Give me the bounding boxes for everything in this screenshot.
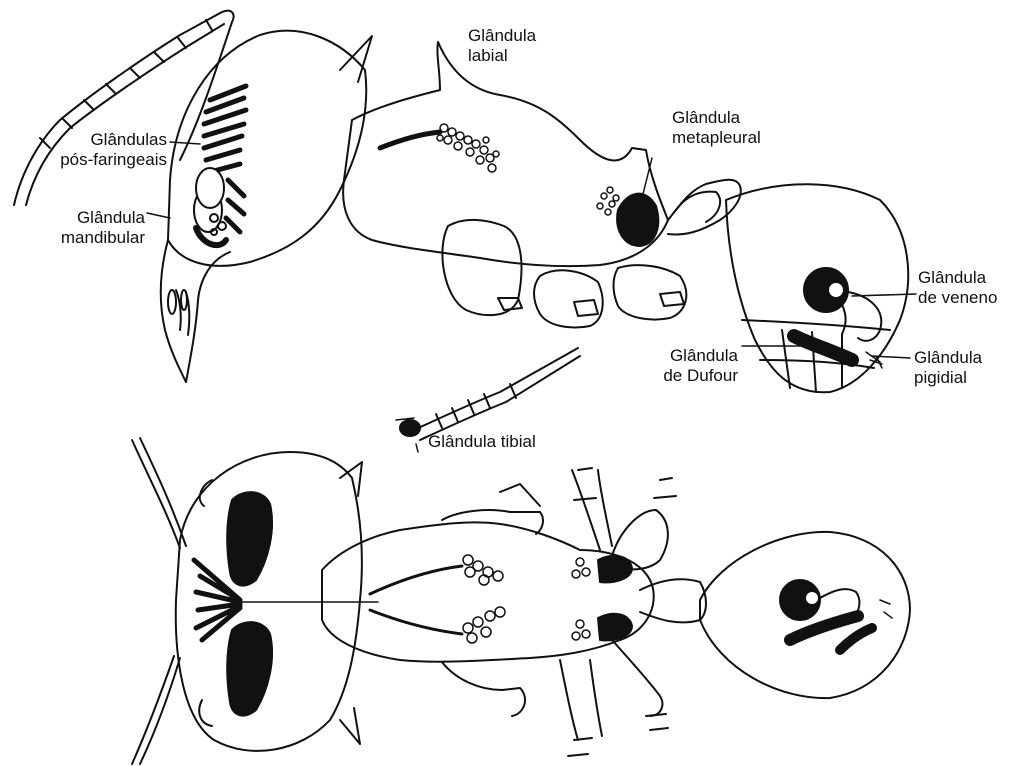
venom-gland-lateral: [804, 268, 881, 341]
label-mandibular-line1: Glândula: [20, 208, 145, 228]
label-dufour-line1: Glândula: [630, 346, 738, 366]
dorsal-antenna-bottom: [132, 656, 180, 764]
label-pygidial-line1: Glândula: [914, 348, 982, 368]
label-mandibular-gland: Glândula mandibular: [20, 208, 145, 248]
dorsal-petiole: [640, 579, 706, 622]
label-post-pharyngeal-line2: pós-faringeais: [55, 150, 167, 170]
label-metapleural-line1: Glândula: [672, 108, 761, 128]
label-pygidial-line2: pigidial: [914, 368, 982, 388]
dorsal-metapleural-glands: [572, 556, 632, 641]
label-labial-line1: Glândula: [468, 26, 536, 46]
dorsal-post-pharyngeal: [194, 492, 272, 715]
label-labial-line2: labial: [468, 46, 536, 66]
label-metapleural-line2: metapleural: [672, 128, 761, 148]
dufour-gland: [794, 336, 852, 360]
label-labial-gland: Glândula labial: [468, 26, 536, 66]
dorsal-view: [132, 438, 910, 764]
leader-lines-lateral: [147, 142, 916, 358]
label-tibial-gland: Glândula tibial: [428, 432, 536, 452]
label-dufour-line2: de Dufour: [630, 366, 738, 386]
label-post-pharyngeal-line1: Glândulas: [55, 130, 167, 150]
post-pharyngeal-glands: [204, 86, 246, 232]
lateral-view: [14, 11, 916, 393]
metapleural-gland: [597, 187, 658, 246]
label-tibial-text: Glândula tibial: [428, 432, 536, 451]
dorsal-antenna-top: [132, 438, 186, 548]
label-pygidial-gland: Glândula pigidial: [914, 348, 982, 388]
labial-gland: [380, 124, 499, 172]
label-venom-line2: de veneno: [918, 288, 997, 308]
label-post-pharyngeal-glands: Glândulas pós-faringeais: [55, 130, 167, 170]
label-venom-gland: Glândula de veneno: [918, 268, 997, 308]
label-mandibular-line2: mandibular: [20, 228, 145, 248]
label-metapleural-gland: Glândula metapleural: [672, 108, 761, 148]
label-dufour-gland: Glândula de Dufour: [630, 346, 738, 386]
label-venom-line1: Glândula: [918, 268, 997, 288]
dorsal-labial-glands: [370, 555, 505, 643]
